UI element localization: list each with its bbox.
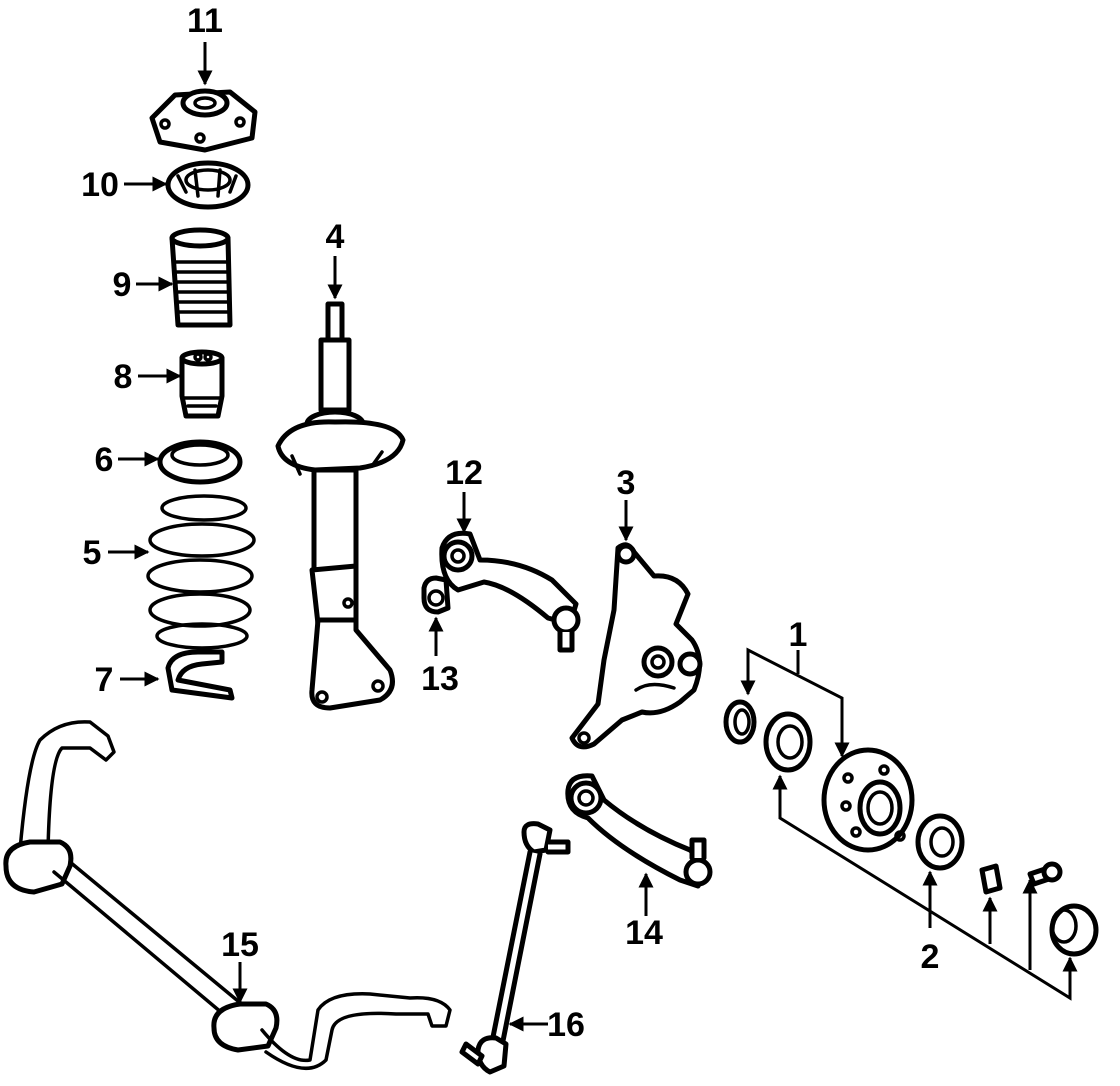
- grease-cap: [1049, 903, 1099, 957]
- callout-3: 3: [617, 464, 636, 502]
- callout-1: 1: [789, 616, 808, 654]
- hub-bolt: [1027, 861, 1063, 887]
- leader-lines: [108, 42, 1078, 1032]
- callout-14: 14: [625, 914, 663, 952]
- upper-spring-seat: [165, 160, 251, 210]
- callout-11: 11: [187, 2, 223, 40]
- callout-7: 7: [95, 661, 114, 699]
- strut-assembly: [275, 301, 406, 711]
- stabilizer-link: [459, 821, 571, 1075]
- wheel-hub: [821, 747, 915, 853]
- callout-2: 2: [921, 938, 940, 976]
- hub-seal: [723, 699, 757, 745]
- callout-4: 4: [326, 218, 345, 256]
- coil-spring: [146, 494, 256, 650]
- callout-5: 5: [83, 534, 102, 572]
- callout-10: 10: [81, 166, 119, 204]
- callout-12: 12: [445, 454, 483, 492]
- callout-15: 15: [221, 926, 259, 964]
- callout-8: 8: [114, 358, 133, 396]
- callout-16: 16: [547, 1006, 585, 1044]
- hub-nut: [979, 863, 1003, 895]
- lower-control-arm: [565, 773, 713, 889]
- upper-control-arm: [439, 530, 581, 653]
- steering-knuckle: [569, 542, 703, 750]
- callout-13: 13: [421, 660, 459, 698]
- dust-boot: [169, 227, 233, 328]
- stabilizer-bar: [3, 720, 452, 1071]
- strut-mount: [149, 88, 258, 153]
- spring-pad: [165, 649, 235, 701]
- spring-insulator: [157, 439, 243, 485]
- inner-wheel-bearing: [763, 711, 813, 773]
- outer-wheel-bearing: [915, 813, 965, 871]
- bushing: [421, 575, 451, 615]
- bump-stop: [179, 349, 225, 419]
- callout-6: 6: [95, 441, 114, 479]
- callout-labels: 11 10 9 8 6 5 7 4 12 13 3 1 2 14 15 16: [81, 2, 939, 1044]
- callout-9: 9: [113, 266, 132, 304]
